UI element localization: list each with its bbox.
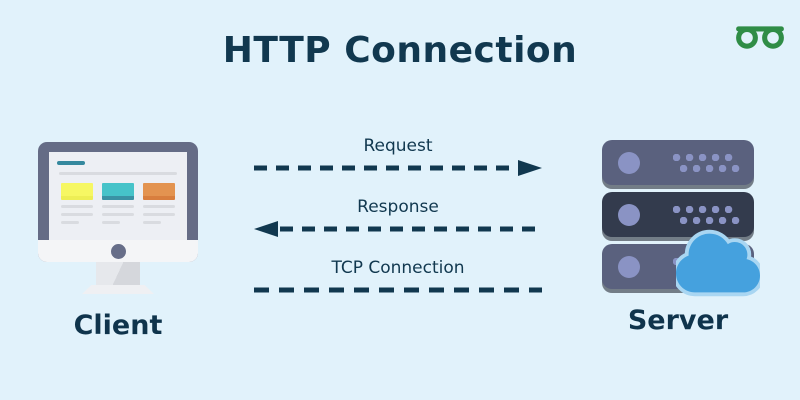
page-title: HTTP Connection [222, 30, 578, 71]
cloud-icon [672, 229, 764, 301]
teal-tile [102, 183, 134, 200]
server-rack-illustration [602, 140, 764, 297]
tcp-connection-label: TCP Connection [331, 258, 465, 278]
browser-accent-bar [57, 161, 85, 165]
text-line [143, 213, 175, 216]
monitor-stand-base [82, 285, 154, 294]
client-section: Client [36, 142, 200, 341]
text-line [102, 213, 134, 216]
request-arrow-right-icon [254, 160, 542, 176]
server-unit [602, 140, 754, 185]
tcp-connection-flow: TCP Connection [252, 258, 544, 298]
screen-content-columns [55, 183, 181, 224]
text-line [61, 221, 79, 224]
text-line [143, 205, 175, 208]
response-flow: Response [252, 197, 544, 237]
response-arrow-left-icon [254, 221, 542, 237]
monitor-stand-neck [96, 262, 140, 285]
power-button-icon [618, 151, 640, 174]
vent-dots-icon [673, 153, 740, 172]
monitor-button-icon [110, 243, 126, 259]
client-computer-illustration [38, 142, 198, 262]
client-label: Client [73, 310, 163, 341]
power-button-icon [618, 203, 640, 226]
request-flow: Request [252, 136, 544, 176]
orange-tile [143, 183, 175, 200]
geeksforgeeks-logo-icon [734, 16, 786, 58]
text-line [61, 205, 93, 208]
text-line [102, 205, 134, 208]
content-column [143, 183, 175, 224]
yellow-tile [61, 183, 93, 200]
text-line [61, 213, 93, 216]
request-label: Request [363, 136, 433, 156]
content-column [102, 183, 134, 224]
monitor-screen [49, 152, 187, 240]
text-line [102, 221, 120, 224]
screen-divider-line [59, 172, 177, 175]
vent-dots-icon [673, 205, 740, 224]
connection-flows: Request Response TCP Connection [252, 136, 544, 298]
server-unit [602, 192, 754, 237]
monitor-chin [38, 240, 198, 262]
content-column [61, 183, 93, 224]
server-label: Server [627, 305, 729, 336]
tcp-dashed-line-icon [254, 287, 542, 293]
server-section: Server [602, 140, 764, 336]
power-button-icon [618, 255, 640, 278]
text-line [143, 221, 161, 224]
response-label: Response [357, 197, 439, 217]
